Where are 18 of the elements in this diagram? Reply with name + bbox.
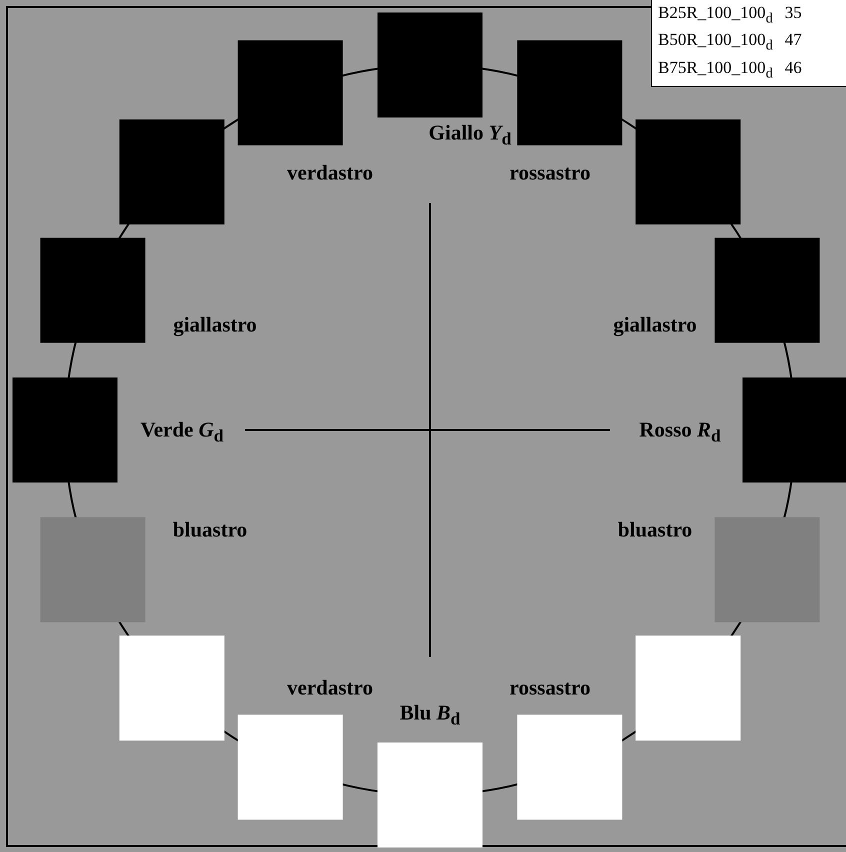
hue-label: bluastro: [172, 518, 248, 542]
table-cell-text: B75R_100_100$_{d}$: [658, 56, 773, 84]
hue-label: Blu B$_{d}$: [400, 700, 460, 730]
hue-label: giallastro: [173, 312, 257, 338]
hue-label: Giallo Y$_{d}$: [428, 120, 512, 150]
hue-label: verdastro: [287, 676, 373, 700]
table-cell-text: B25R_100_100$_{d}$: [658, 2, 773, 28]
table-cell-text: B50R_100_100$_{d}$: [658, 29, 773, 56]
hue-label: rossastro: [510, 676, 590, 700]
hue-label: Rosso R$_{d}$: [639, 417, 721, 447]
hue-label: rossastro: [510, 160, 590, 186]
hue-label: Verde G$_{d}$: [140, 417, 224, 447]
table-cell-text: 35: [784, 2, 802, 24]
table-cell-text: 47: [784, 29, 802, 52]
hue-label: verdastro: [287, 160, 373, 186]
table-cell-text: 46: [784, 56, 802, 79]
hue-label: bluastro: [618, 518, 692, 542]
hue-label: giallastro: [613, 312, 697, 338]
